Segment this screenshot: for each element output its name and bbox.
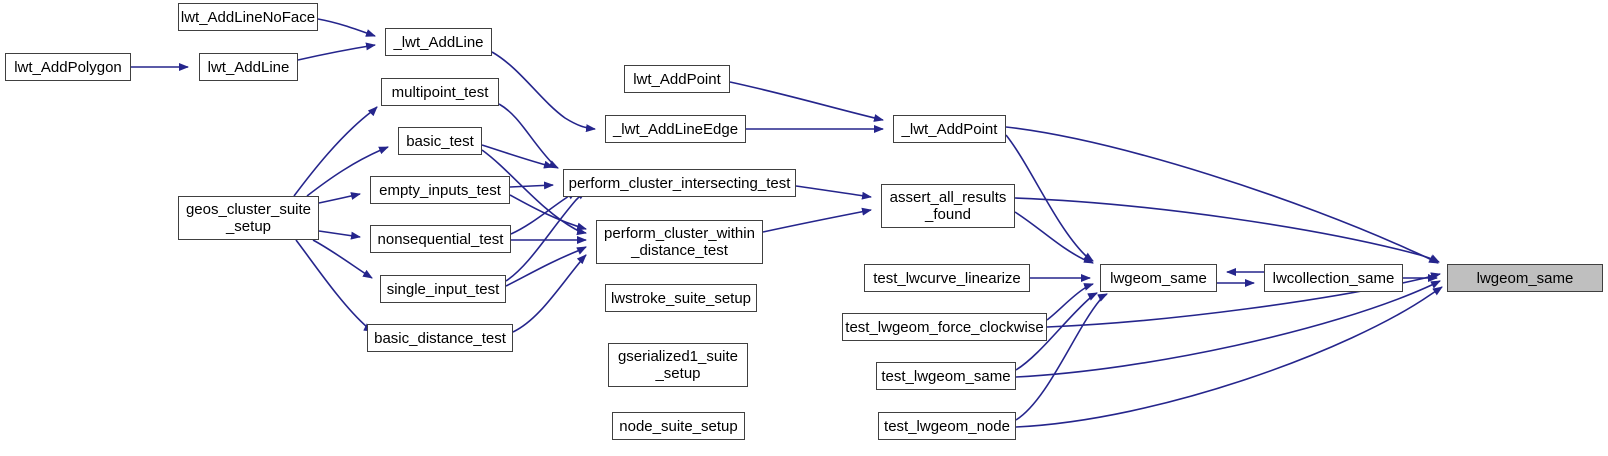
graph-node-label: lwt_AddPoint	[633, 70, 721, 88]
graph-node-single_input_test[interactable]: single_input_test	[380, 275, 506, 303]
graph-node-label: geos_cluster_suite _setup	[185, 201, 312, 235]
graph-node-label: nonsequential_test	[377, 230, 504, 248]
graph-edge-lwt_AddLine-to-_lwt_AddLine	[297, 42, 376, 61]
graph-node-label: single_input_test	[386, 280, 500, 298]
graph-node-label: test_lwgeom_force_clockwise	[845, 318, 1044, 336]
graph-node-lwstroke_suite_setup[interactable]: lwstroke_suite_setup	[605, 284, 757, 312]
graph-node-label: _lwt_AddPoint	[901, 120, 998, 138]
graph-node-_lwt_AddPoint[interactable]: _lwt_AddPoint	[893, 115, 1006, 143]
graph-node-_lwt_AddLineEdge[interactable]: _lwt_AddLineEdge	[605, 115, 746, 143]
graph-node-test_lwgeom_same[interactable]: test_lwgeom_same	[876, 362, 1016, 390]
graph-edge-geos_cluster_suite_setup-to-single_input_test	[312, 239, 373, 279]
graph-node-perform_cluster_within_distance_test[interactable]: perform_cluster_within _distance_test	[596, 220, 763, 264]
graph-node-lwt_AddLine[interactable]: lwt_AddLine	[199, 53, 298, 81]
graph-edge-geos_cluster_suite_setup-to-empty_inputs_test	[318, 192, 361, 204]
graph-edge-geos_cluster_suite_setup-to-basic_distance_test	[295, 239, 374, 332]
graph-node-assert_all_results_found[interactable]: assert_all_results _found	[881, 184, 1015, 228]
graph-node-label: basic_test	[406, 132, 474, 150]
graph-edge-basic_test-to-perform_cluster_intersecting_test	[481, 144, 554, 169]
graph-edge-_lwt_AddLine-to-_lwt_AddLineEdge	[491, 51, 596, 133]
graph-node-node_suite_setup[interactable]: node_suite_setup	[612, 412, 745, 440]
graph-edge-_lwt_AddPoint-to-lwgeom_same_mid	[1005, 134, 1094, 262]
graph-edge-single_input_test-to-perform_cluster_intersecting_test	[505, 190, 587, 282]
graph-node-nonsequential_test[interactable]: nonsequential_test	[370, 225, 511, 253]
graph-node-empty_inputs_test[interactable]: empty_inputs_test	[370, 176, 510, 204]
graph-node-lwt_AddPolygon[interactable]: lwt_AddPolygon	[5, 53, 131, 81]
graph-edge-test_lwgeom_node-to-lwgeom_same_target	[1015, 286, 1443, 428]
graph-node-test_lwgeom_force_clockwise[interactable]: test_lwgeom_force_clockwise	[842, 313, 1047, 341]
graph-node-label: lwt_AddLineNoFace	[180, 8, 316, 26]
graph-node-label: _lwt_AddLine	[393, 33, 484, 51]
graph-node-lwgeom_same_target[interactable]: lwgeom_same	[1447, 264, 1603, 292]
graph-edge-geos_cluster_suite_setup-to-multipoint_test	[293, 106, 378, 197]
graph-node-gserialized1_suite_setup[interactable]: gserialized1_suite _setup	[608, 343, 748, 387]
graph-edge-basic_distance_test-to-perform_cluster_within_distance_test	[512, 254, 587, 333]
graph-edge-single_input_test-to-perform_cluster_within_distance_test	[505, 246, 587, 287]
graph-node-label: lwgeom_same	[1110, 269, 1207, 287]
graph-edge-geos_cluster_suite_setup-to-nonsequential_test	[318, 230, 361, 240]
graph-edge-assert_all_results_found-to-lwgeom_same_target	[1014, 197, 1440, 263]
graph-node-label: lwcollection_same	[1272, 269, 1395, 287]
graph-node-label: lwt_AddPolygon	[14, 58, 122, 76]
graph-node-label: test_lwgeom_node	[884, 417, 1010, 435]
graph-edge-perform_cluster_within_distance_test-to-assert_all_results_found	[762, 207, 872, 233]
graph-node-lwt_AddLineNoFace[interactable]: lwt_AddLineNoFace	[178, 3, 318, 31]
graph-node-label: multipoint_test	[391, 83, 489, 101]
graph-node-label: test_lwcurve_linearize	[873, 269, 1021, 287]
graph-node-_lwt_AddLine[interactable]: _lwt_AddLine	[385, 28, 492, 56]
graph-edge-multipoint_test-to-perform_cluster_intersecting_test	[498, 103, 559, 169]
graph-node-multipoint_test[interactable]: multipoint_test	[381, 78, 499, 106]
graph-node-geos_cluster_suite_setup[interactable]: geos_cluster_suite _setup	[178, 196, 319, 240]
graph-edge-nonsequential_test-to-perform_cluster_intersecting_test	[510, 190, 577, 235]
graph-node-label: test_lwgeom_same	[881, 367, 1011, 385]
graph-edge-test_lwgeom_same-to-lwgeom_same_target	[1015, 280, 1441, 378]
graph-node-label: lwstroke_suite_setup	[610, 289, 752, 307]
graph-edge-assert_all_results_found-to-lwgeom_same_mid	[1014, 211, 1094, 264]
edge-group	[131, 18, 1443, 428]
graph-node-lwgeom_same_mid[interactable]: lwgeom_same	[1100, 264, 1217, 292]
graph-node-test_lwcurve_linearize[interactable]: test_lwcurve_linearize	[864, 264, 1030, 292]
graph-node-label: node_suite_setup	[619, 417, 738, 435]
graph-node-label: _lwt_AddLineEdge	[612, 120, 739, 138]
graph-edge-test_lwgeom_force_clockwise-to-lwgeom_same_mid	[1046, 283, 1094, 321]
graph-edge-perform_cluster_intersecting_test-to-assert_all_results_found	[795, 185, 872, 200]
graph-edge-empty_inputs_test-to-perform_cluster_within_distance_test	[509, 194, 587, 231]
graph-edge-lwt_AddLineNoFace-to-_lwt_AddLine	[317, 18, 376, 37]
graph-edge-lwt_AddPoint-to-_lwt_AddPoint	[729, 81, 884, 122]
graph-node-label: gserialized1_suite _setup	[617, 348, 739, 382]
graph-node-perform_cluster_intersecting_test[interactable]: perform_cluster_intersecting_test	[563, 169, 796, 197]
graph-edge-empty_inputs_test-to-perform_cluster_intersecting_test	[509, 181, 554, 190]
graph-node-lwt_AddPoint[interactable]: lwt_AddPoint	[624, 65, 730, 93]
graph-node-label: perform_cluster_within _distance_test	[604, 225, 755, 259]
graph-node-basic_test[interactable]: basic_test	[398, 127, 482, 155]
graph-node-label: lwgeom_same	[1476, 269, 1574, 287]
graph-node-basic_distance_test[interactable]: basic_distance_test	[367, 324, 513, 352]
graph-node-label: assert_all_results _found	[889, 189, 1007, 223]
graph-node-label: perform_cluster_intersecting_test	[568, 174, 791, 192]
graph-node-test_lwgeom_node[interactable]: test_lwgeom_node	[878, 412, 1016, 440]
graph-node-lwcollection_same[interactable]: lwcollection_same	[1264, 264, 1403, 292]
graph-node-label: basic_distance_test	[374, 329, 506, 347]
graph-node-label: lwt_AddLine	[207, 58, 290, 76]
graph-edge-_lwt_AddPoint-to-lwgeom_same_target	[1005, 126, 1439, 264]
graph-node-label: empty_inputs_test	[379, 181, 501, 199]
